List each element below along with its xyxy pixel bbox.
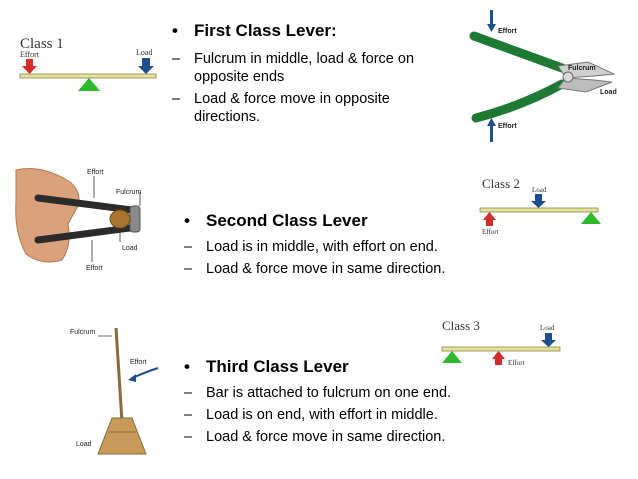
nutcracker-illustration: Effort Fulcrum Load Effort bbox=[15, 168, 141, 272]
class2-beam bbox=[479, 207, 599, 213]
section-title: First Class Lever: bbox=[172, 20, 462, 42]
nutcracker-handle-bottom bbox=[34, 224, 134, 244]
section-point: Load & force move in opposite directions… bbox=[172, 90, 444, 126]
class1-effort-label: Effort bbox=[20, 50, 40, 59]
section-point: Fulcrum in middle, load & force on oppos… bbox=[172, 50, 434, 86]
pliers-effort-bottom-label: Effort bbox=[498, 123, 517, 130]
section-point: Load & force move in same direction. bbox=[184, 260, 524, 278]
class2-effort-arrow bbox=[483, 212, 496, 226]
broom-illustration: Fulcrum Effort Load bbox=[70, 327, 159, 455]
section-point: Bar is attached to fulcrum on one end. bbox=[184, 384, 544, 402]
broom-effort-label: Effort bbox=[130, 359, 147, 366]
pliers-fulcrum-label: Fulcrum bbox=[568, 65, 596, 72]
class3-load-arrow bbox=[541, 333, 556, 347]
class1-lever-diagram: Class 1 Effort Load bbox=[19, 36, 157, 91]
class1-fulcrum bbox=[78, 78, 100, 91]
section-point: Load is in middle, with effort on end. bbox=[184, 238, 524, 256]
pliers-handle-bottom bbox=[471, 79, 567, 123]
nutcracker-load-label: Load bbox=[122, 245, 138, 252]
broom-load-label: Load bbox=[76, 441, 92, 448]
broom-handle bbox=[114, 327, 124, 423]
section-third-class: Third Class Lever Bar is attached to ful… bbox=[184, 356, 544, 446]
class2-fulcrum bbox=[581, 212, 601, 224]
class2-load-label: Load bbox=[532, 186, 547, 194]
class2-lever-diagram: Class 2 Load Effort bbox=[479, 176, 601, 236]
pliers-effort-top-arrow bbox=[487, 10, 496, 32]
class1-load-label: Load bbox=[136, 48, 152, 57]
broom-bristles bbox=[97, 417, 147, 455]
pliers-effort-top-label: Effort bbox=[498, 28, 517, 35]
hand-image bbox=[15, 168, 80, 263]
section-second-class: Second Class Lever Load is in middle, wi… bbox=[184, 210, 524, 278]
nutcracker-handle-top bbox=[34, 194, 136, 214]
class3-load-label: Load bbox=[540, 324, 555, 332]
nutcracker-effort-top-label: Effort bbox=[87, 169, 104, 176]
pliers-effort-bottom-arrow bbox=[487, 118, 496, 142]
pliers-load-label: Load bbox=[600, 89, 617, 96]
class1-beam bbox=[19, 73, 157, 79]
class1-load-arrow bbox=[138, 58, 154, 74]
section-title: Second Class Lever bbox=[184, 210, 524, 232]
class2-effort-label: Effort bbox=[482, 228, 499, 236]
class3-title: Class 3 bbox=[442, 318, 480, 333]
class3-beam bbox=[441, 346, 561, 352]
nutcracker-hinge bbox=[129, 205, 141, 233]
class1-title: Class 1 bbox=[20, 36, 64, 52]
class2-load-arrow bbox=[531, 194, 546, 208]
section-title: Third Class Lever bbox=[184, 356, 544, 378]
nutcracker-effort-bottom-label: Effort bbox=[86, 265, 103, 272]
class2-title: Class 2 bbox=[482, 176, 520, 191]
pliers-pivot bbox=[562, 71, 574, 83]
pliers-handle-top bbox=[469, 31, 567, 73]
section-first-class: First Class Lever: Fulcrum in middle, lo… bbox=[172, 20, 462, 126]
nutcracker-fulcrum-label: Fulcrum bbox=[116, 189, 141, 196]
section-point: Load is on end, with effort in middle. bbox=[184, 406, 544, 424]
broom-fulcrum-label: Fulcrum bbox=[70, 329, 95, 336]
walnut-image bbox=[109, 209, 131, 229]
section-point: Load & force move in same direction. bbox=[184, 428, 544, 446]
class1-effort-arrow bbox=[22, 59, 37, 74]
pliers-illustration: Effort Fulcrum Load Effort bbox=[469, 10, 617, 142]
